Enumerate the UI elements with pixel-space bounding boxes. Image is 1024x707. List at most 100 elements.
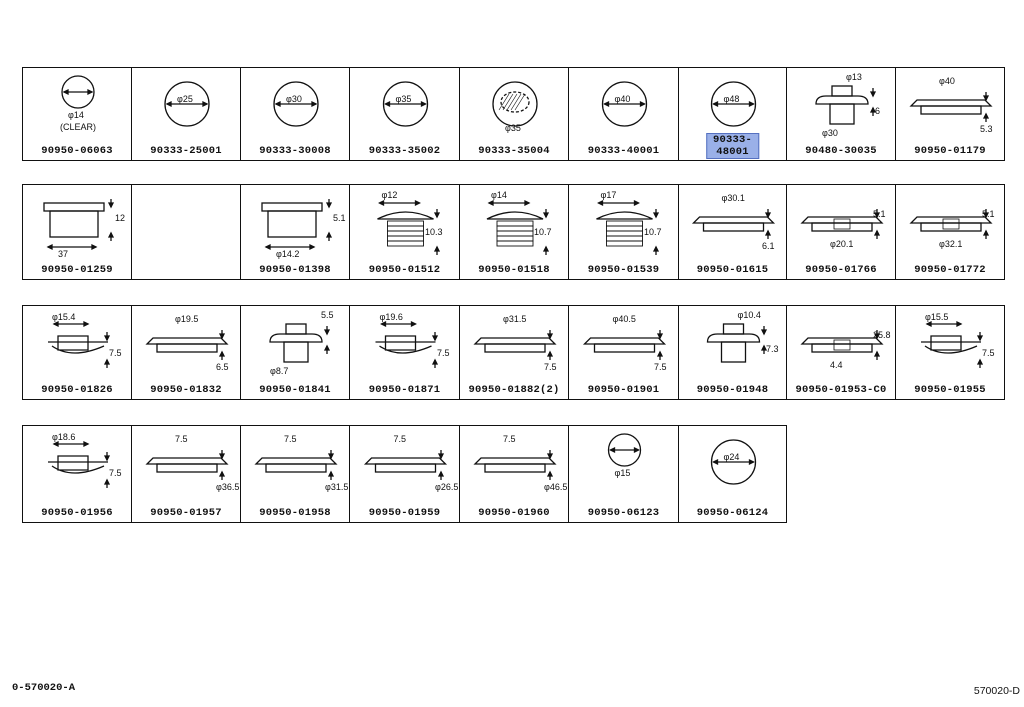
part-drawing bbox=[363, 450, 448, 480]
part-number[interactable]: 90333-48001 bbox=[705, 133, 760, 159]
part-number[interactable]: 90950-01512 bbox=[368, 264, 441, 276]
part-illustration bbox=[800, 330, 884, 360]
part-drawing bbox=[377, 199, 441, 255]
part-illustration bbox=[48, 320, 111, 368]
part-drawing bbox=[254, 450, 338, 480]
part-illustration bbox=[382, 81, 429, 127]
dim-label-2: 6.1 bbox=[762, 241, 775, 251]
part-cell-90333-35002: φ35 90333-35002 bbox=[349, 67, 460, 161]
part-number[interactable]: 90950-01959 bbox=[368, 507, 441, 519]
diameter-label: φ30 bbox=[286, 94, 302, 104]
part-number[interactable]: 90950-01901 bbox=[587, 384, 660, 396]
part-number[interactable]: 90480-30035 bbox=[805, 145, 877, 157]
part-drawing bbox=[909, 209, 993, 239]
part-number[interactable]: 90950-01518 bbox=[478, 264, 550, 276]
part-drawing bbox=[145, 450, 229, 480]
part-number[interactable]: 90950-01772 bbox=[914, 264, 986, 276]
part-number[interactable]: 90333-40001 bbox=[587, 145, 660, 157]
diameter-label: φ35 bbox=[395, 94, 412, 104]
part-cell-90950-01615: φ30.1 6.1 90950-01615 bbox=[678, 184, 787, 280]
part-number[interactable]: 90950-01957 bbox=[150, 507, 222, 519]
part-number[interactable]: 90950-06124 bbox=[696, 507, 769, 519]
diameter-label: φ12 bbox=[381, 190, 398, 200]
part-number[interactable]: 90950-01259 bbox=[41, 264, 113, 276]
part-number[interactable]: 90950-01832 bbox=[150, 384, 222, 396]
part-number[interactable]: 90950-01398 bbox=[259, 264, 331, 276]
diameter-label: φ40 bbox=[614, 94, 631, 104]
part-drawing bbox=[921, 320, 984, 368]
part-drawing bbox=[473, 330, 557, 360]
dim-label-1: φ31.5 bbox=[503, 314, 527, 324]
dim-label-1: 5.1 bbox=[873, 209, 886, 219]
part-illustration bbox=[377, 199, 441, 255]
part-number[interactable]: 90950-06123 bbox=[587, 507, 660, 519]
dim-label-2: 7.5 bbox=[654, 362, 667, 372]
diameter-label: φ19.6 bbox=[379, 312, 403, 322]
part-illustration bbox=[909, 209, 993, 239]
part-number[interactable]: 90950-01766 bbox=[805, 264, 877, 276]
part-number[interactable]: 90950-01871 bbox=[368, 384, 441, 396]
part-illustration bbox=[800, 209, 884, 239]
part-number[interactable]: 90950-01960 bbox=[478, 507, 550, 519]
part-drawing bbox=[61, 75, 95, 109]
dim-label-2: 37 bbox=[58, 249, 69, 259]
part-number[interactable]: 90950-01948 bbox=[696, 384, 769, 396]
part-illustration bbox=[710, 439, 757, 485]
part-number[interactable]: 90950-01615 bbox=[696, 264, 769, 276]
part-drawing bbox=[382, 81, 429, 127]
part-illustration bbox=[473, 330, 557, 360]
part-illustration bbox=[269, 323, 331, 363]
part-number[interactable]: 90950-01956 bbox=[41, 507, 113, 519]
dim-label-1: 7.5 bbox=[175, 434, 188, 444]
part-number[interactable]: 90950-01826 bbox=[41, 384, 113, 396]
part-drawing bbox=[815, 85, 877, 125]
part-illustration bbox=[473, 450, 557, 480]
dim-label-2: φ46.5 bbox=[544, 482, 568, 492]
part-drawing bbox=[269, 323, 331, 363]
part-cell-90333-40001: φ40 90333-40001 bbox=[568, 67, 679, 161]
part-number[interactable]: 90333-25001 bbox=[150, 145, 222, 157]
part-illustration bbox=[375, 320, 439, 368]
part-illustration bbox=[691, 209, 776, 239]
part-drawing bbox=[710, 439, 757, 485]
part-number[interactable]: 90950-01955 bbox=[914, 384, 986, 396]
part-number[interactable]: 90950-06063 bbox=[41, 145, 113, 157]
part-illustration bbox=[43, 199, 115, 251]
dim-label-2: φ14.2 bbox=[276, 249, 300, 259]
part-number[interactable]: 90333-35004 bbox=[478, 145, 550, 157]
part-drawing bbox=[486, 199, 550, 255]
part-number[interactable]: 90950-01958 bbox=[259, 507, 331, 519]
part-illustration bbox=[273, 81, 319, 127]
part-number[interactable]: 90333-35002 bbox=[368, 145, 441, 157]
dim-label-1: 7.5 bbox=[393, 434, 407, 444]
part-number[interactable]: 90950-01953-C0 bbox=[795, 384, 887, 396]
dim-label-1: φ13 bbox=[846, 72, 862, 82]
part-drawing bbox=[596, 199, 660, 255]
part-number[interactable]: 90333-30008 bbox=[259, 145, 331, 157]
dim-label-2: 6 bbox=[875, 106, 881, 116]
dim-label-1: φ40 bbox=[939, 76, 955, 86]
part-number[interactable]: 90950-01841 bbox=[259, 384, 331, 396]
footer-code-left: 0-570020-A bbox=[12, 682, 76, 694]
part-illustration bbox=[261, 199, 333, 251]
part-cell-empty bbox=[131, 184, 241, 280]
dim-label-2: 6.5 bbox=[216, 362, 229, 372]
part-number[interactable]: 90950-01539 bbox=[587, 264, 660, 276]
dim-label-1: 7.5 bbox=[503, 434, 516, 444]
part-cell-90333-30008: φ30 90333-30008 bbox=[240, 67, 350, 161]
dim-label-1: φ30.1 bbox=[721, 193, 745, 203]
diameter-label: φ14 bbox=[68, 110, 84, 120]
part-number[interactable]: 90950-01882(2) bbox=[468, 384, 560, 396]
part-number[interactable]: 90950-01179 bbox=[914, 145, 986, 157]
part-drawing bbox=[909, 92, 993, 122]
